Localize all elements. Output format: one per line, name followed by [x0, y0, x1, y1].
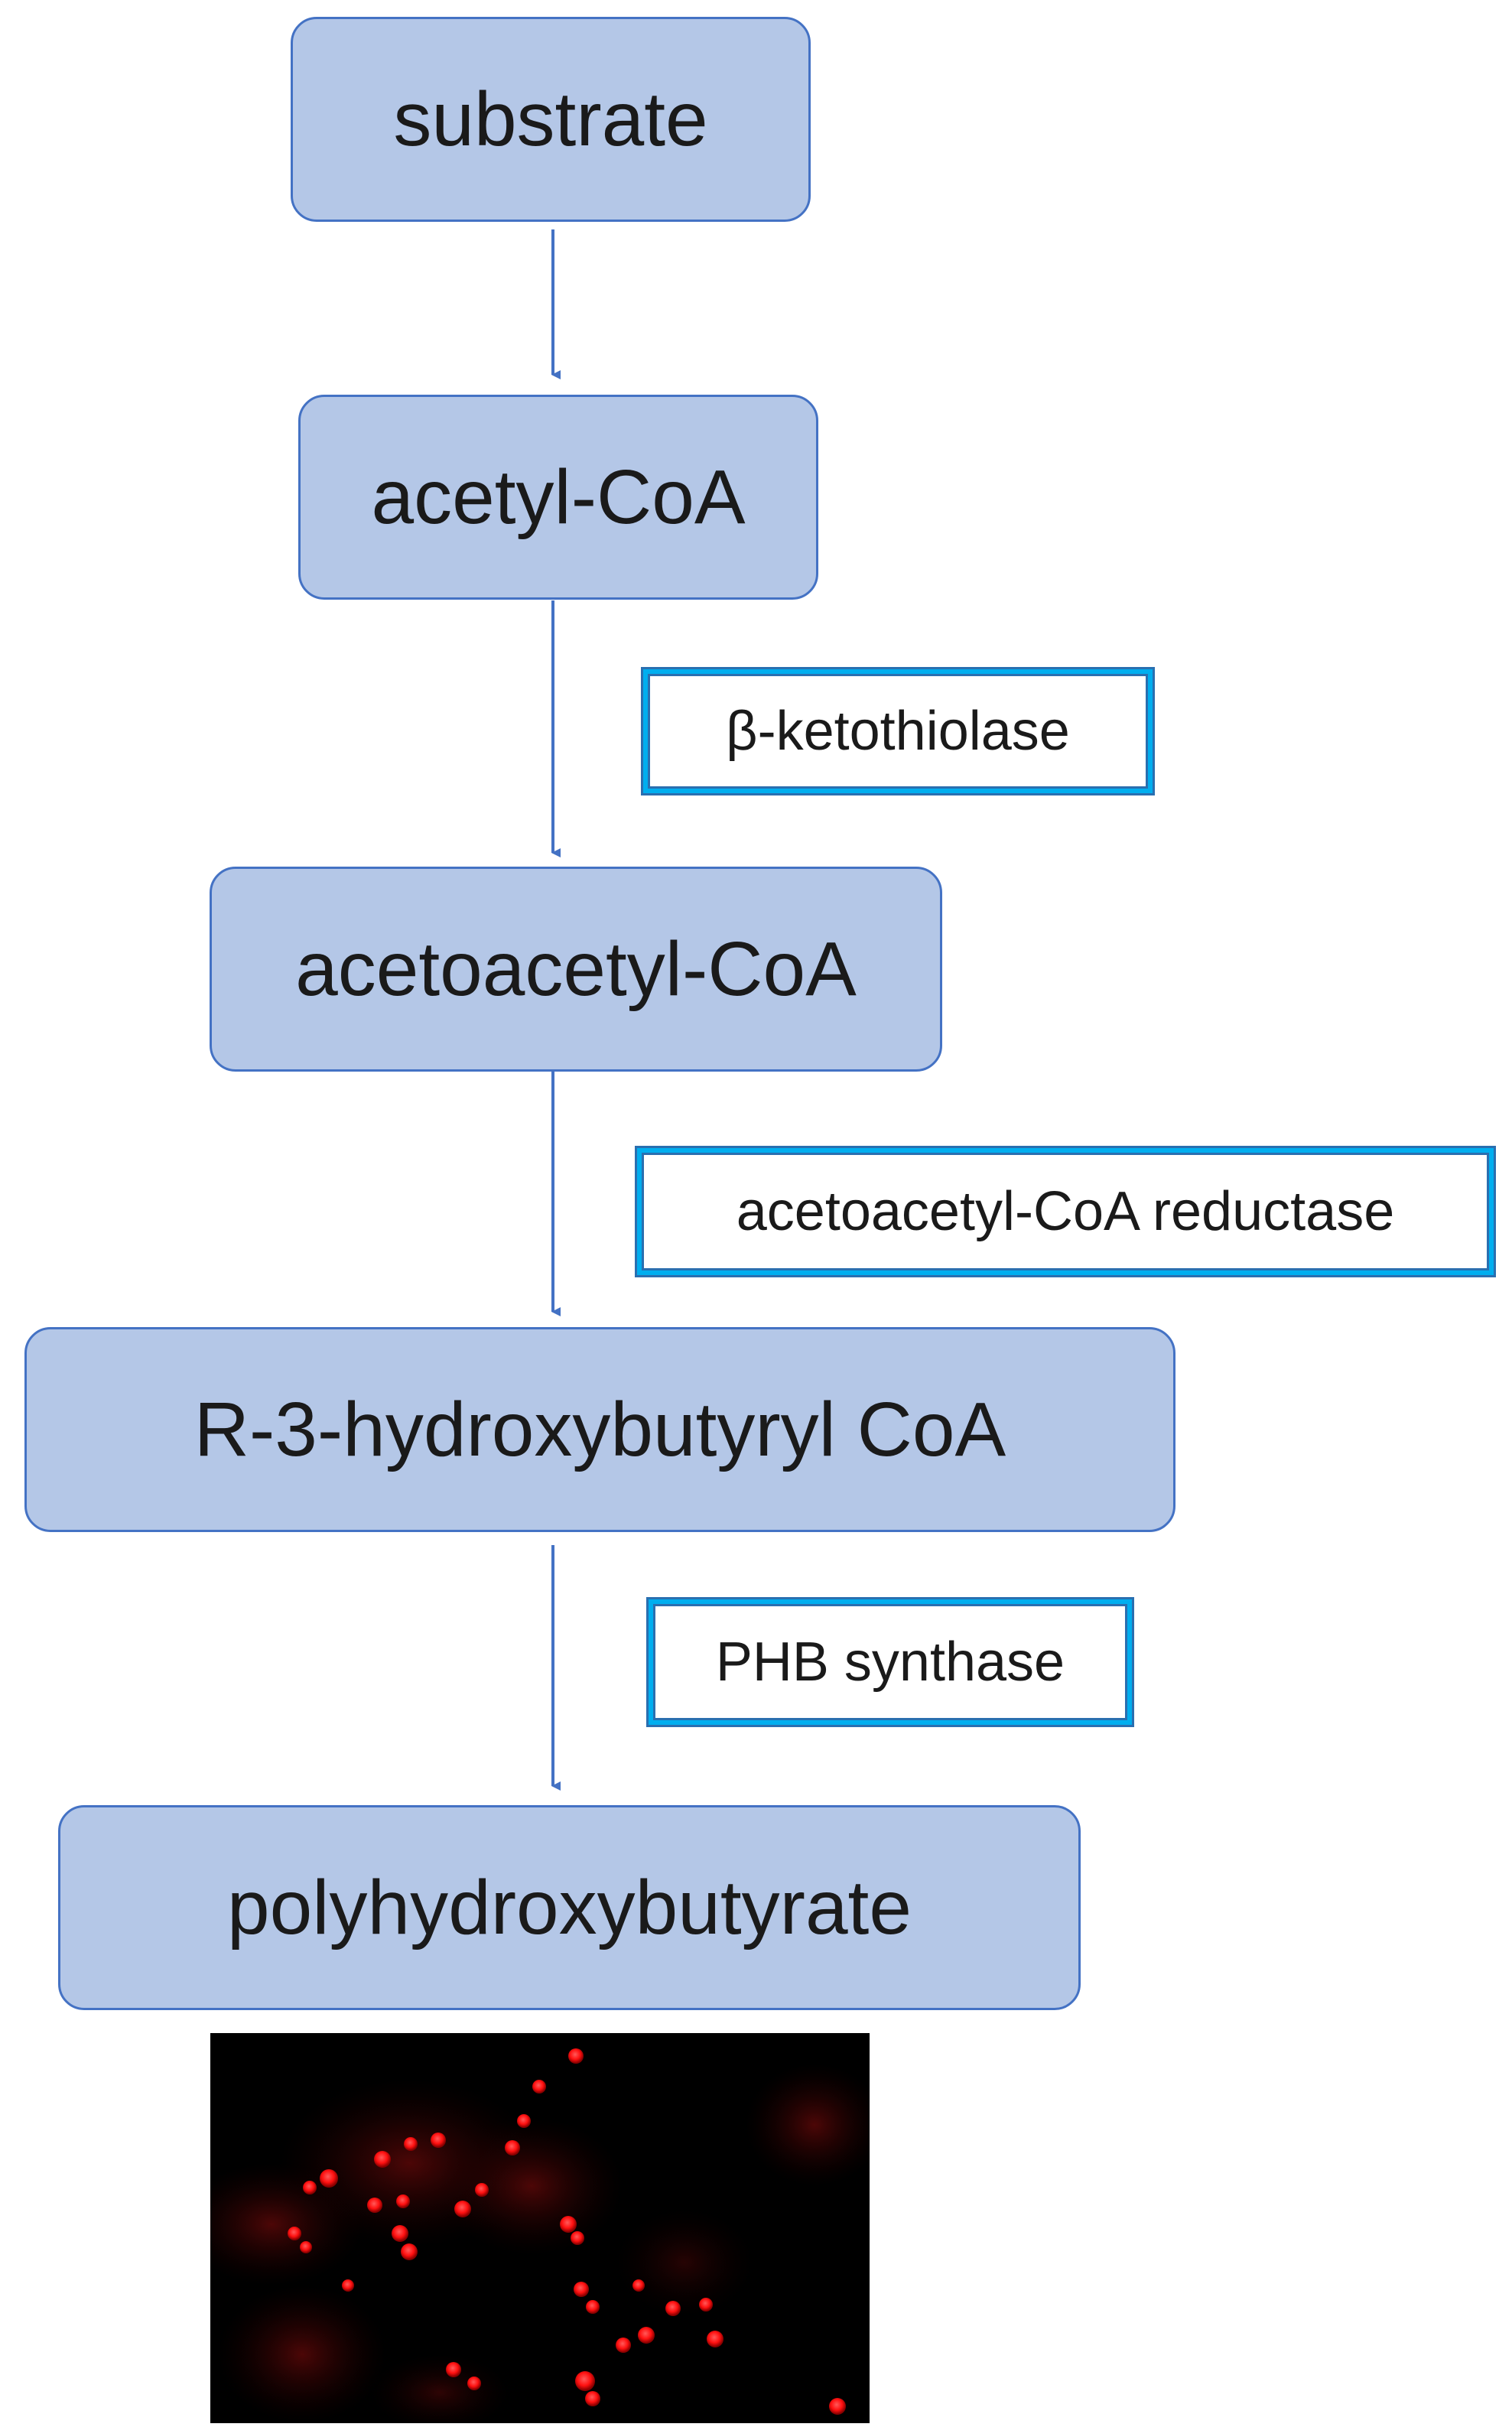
beta-ketothiolase-box: β-ketothiolase [641, 667, 1155, 795]
substrate-label: substrate [393, 76, 708, 162]
hydroxybutyryl-coa-node: R-3-hydroxybutyryl CoA [24, 1327, 1175, 1532]
substrate-node: substrate [291, 17, 811, 222]
acetoacetyl-coa-reductase-box: acetoacetyl-CoA reductase [635, 1146, 1496, 1277]
hydroxybutyryl-coa-label: R-3-hydroxybutyryl CoA [193, 1387, 1006, 1472]
beta-ketothiolase-label: β-ketothiolase [726, 701, 1070, 762]
polyhydroxybutyrate-label: polyhydroxybutyrate [227, 1865, 912, 1950]
phb-granule-micrograph [210, 2033, 870, 2423]
acetoacetyl-coa-node: acetoacetyl-CoA [210, 867, 942, 1072]
acetyl-coa-label: acetyl-CoA [371, 454, 746, 540]
acetoacetyl-coa-label: acetoacetyl-CoA [295, 926, 857, 1012]
phb-synthase-box: PHB synthase [646, 1597, 1134, 1727]
phb-synthase-label: PHB synthase [715, 1632, 1065, 1693]
cell-haze [210, 2064, 870, 2423]
acetoacetyl-coa-reductase-label: acetoacetyl-CoA reductase [736, 1181, 1395, 1242]
acetyl-coa-node: acetyl-CoA [298, 395, 818, 600]
polyhydroxybutyrate-node: polyhydroxybutyrate [58, 1805, 1081, 2010]
phb-granules [288, 2048, 846, 2415]
micrograph-image [210, 2048, 870, 2423]
